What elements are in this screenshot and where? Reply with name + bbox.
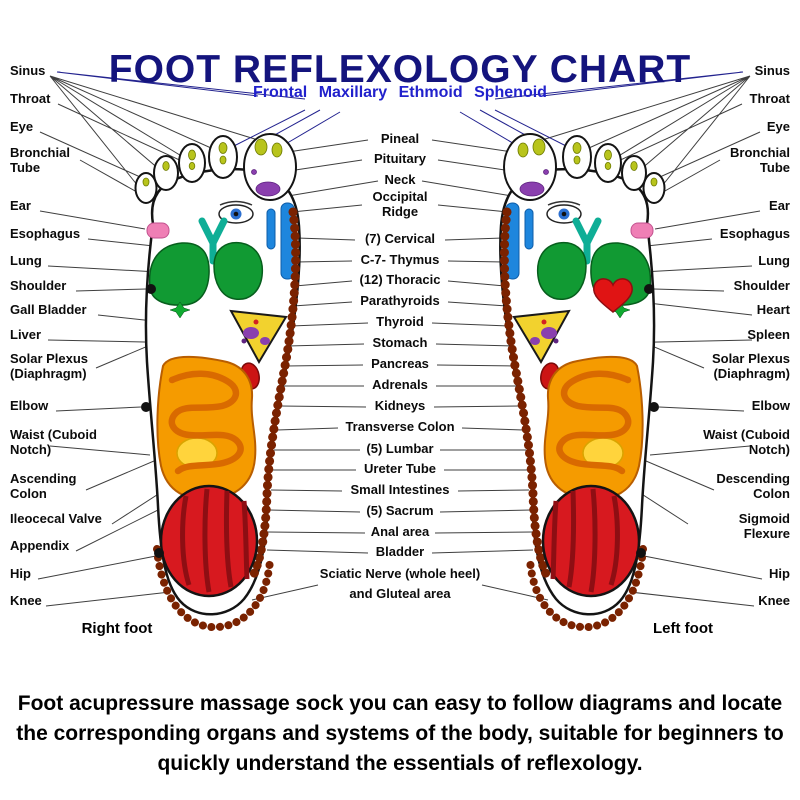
label-center-neck: Neck	[384, 172, 416, 187]
label-center-pancreas: Pancreas	[371, 356, 429, 371]
label-center-pituitary: Pituitary	[373, 151, 426, 166]
page-title: FOOT REFLEXOLOGY CHART	[108, 48, 692, 92]
label-center-anal-area: Anal area	[370, 524, 430, 539]
label-left-liver: Liver	[10, 327, 42, 342]
label-right-lung: Lung	[758, 253, 790, 268]
left-foot	[500, 134, 664, 627]
label-center-sacrum: (5) Sacrum	[366, 503, 434, 518]
label-right-heart: Heart	[756, 302, 790, 317]
label-center-kidneys: Kidneys	[374, 398, 426, 413]
label-center-transverse-colon: Transverse Colon	[345, 419, 455, 434]
label-right-esophagus: Esophagus	[719, 226, 790, 241]
label-center-pineal: Pineal	[380, 131, 420, 146]
label-center-sciatic-nerve: Sciatic Nerve (whole heel)	[319, 566, 481, 581]
label-right-throat: Throat	[749, 91, 790, 106]
label-center-stomach: Stomach	[372, 335, 428, 350]
heart-shape	[593, 278, 633, 313]
label-left-eye: Eye	[10, 119, 34, 134]
feet-diagram	[37, 71, 763, 655]
label-right-sigmoid-flexure: Sigmoid Flexure	[738, 511, 790, 541]
label-center-gluteal-area: and Gluteal area	[349, 586, 451, 601]
label-left-knee: Knee	[10, 593, 42, 608]
label-right-solar-plexus: Solar Plexus (Diaphragm)	[711, 351, 790, 381]
label-right-spleen: Spleen	[747, 327, 790, 342]
label-left-ileocecal-valve: Ileocecal Valve	[10, 511, 102, 526]
label-left-ascending-colon: Ascending Colon	[10, 471, 77, 501]
label-center-lumbar: (5) Lumbar	[366, 441, 434, 456]
label-right-bronchial-tube: Bronchial Tube	[730, 145, 790, 175]
label-right-sinus: Sinus	[754, 63, 790, 78]
label-center-thymus: C-7- Thymus	[360, 252, 440, 267]
label-right-descending-colon: Descending Colon	[716, 471, 790, 501]
label-center-ureter-tube: Ureter Tube	[364, 461, 436, 476]
label-right-waist: Waist (Cuboid Notch)	[703, 427, 790, 457]
label-left-ear: Ear	[10, 198, 31, 213]
label-center-occipital-ridge: Occipital Ridge	[372, 189, 428, 219]
label-left-gall-bladder: Gall Bladder	[10, 302, 87, 317]
label-center-cervical: (7) Cervical	[364, 231, 436, 246]
description-caption: Foot acupressure massage sock you can ea…	[16, 692, 784, 775]
chart-subtitle: Frontal Maxillary Ethmoid Sphenoid	[253, 84, 547, 101]
label-right-eye: Eye	[766, 119, 790, 134]
label-left-elbow: Elbow	[10, 398, 49, 413]
label-center-thoracic: (12) Thoracic	[359, 272, 441, 287]
label-left-esophagus: Esophagus	[10, 226, 81, 241]
label-left-lung: Lung	[10, 253, 42, 268]
label-center-small-intestines: Small Intestines	[350, 482, 450, 497]
label-right-knee: Knee	[758, 593, 790, 608]
label-left-bronchial-tube: Bronchial Tube	[10, 145, 70, 175]
label-left-appendix: Appendix	[10, 538, 70, 553]
label-left-throat: Throat	[10, 91, 51, 106]
left-foot-caption: Left foot	[653, 620, 713, 637]
label-left-hip: Hip	[10, 566, 31, 581]
label-right-hip: Hip	[769, 566, 790, 581]
label-center-thyroid: Thyroid	[376, 314, 424, 329]
label-right-ear: Ear	[769, 198, 790, 213]
right-foot	[136, 134, 300, 627]
label-center-bladder: Bladder	[375, 544, 425, 559]
label-right-shoulder: Shoulder	[733, 278, 790, 293]
label-right-elbow: Elbow	[751, 398, 790, 413]
label-center-adrenals: Adrenals	[372, 377, 428, 392]
label-left-shoulder: Shoulder	[10, 278, 67, 293]
label-left-solar-plexus: Solar Plexus (Diaphragm)	[10, 351, 89, 381]
label-left-waist: Waist (Cuboid Notch)	[10, 427, 97, 457]
right-foot-caption: Right foot	[81, 620, 153, 637]
label-left-sinus: Sinus	[10, 63, 46, 78]
label-center-parathyroids: Parathyroids	[360, 293, 440, 308]
